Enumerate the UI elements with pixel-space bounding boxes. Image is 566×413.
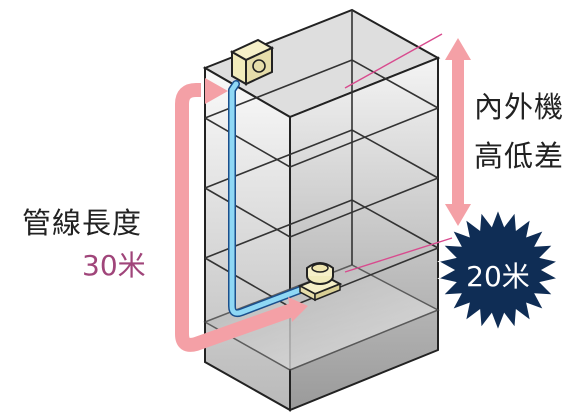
refrigerant-pipe — [228, 80, 304, 318]
outdoor-unit-icon — [297, 262, 343, 302]
height-difference-label-line1: 內外機 — [474, 90, 565, 124]
height-difference-value: 20米 — [466, 260, 530, 293]
leader-lines — [344, 33, 453, 273]
pipe-length-label: 管線長度 — [22, 206, 143, 240]
pipe-length-value: 30米 — [82, 249, 146, 282]
height-difference-label-line2: 高低差 — [474, 139, 565, 173]
pipe-length-arrow — [175, 72, 308, 352]
starburst-badge-icon — [437, 208, 559, 332]
indoor-unit-icon — [229, 38, 275, 86]
height-difference-arrow — [445, 38, 471, 226]
